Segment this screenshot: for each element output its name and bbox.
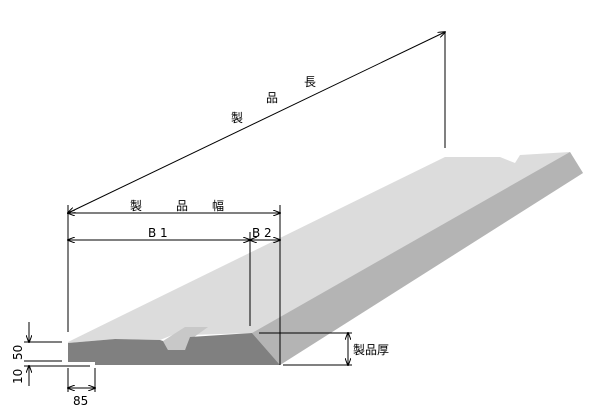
dim-10-label: 10 [11, 369, 25, 384]
b2-label: B 2 [252, 226, 272, 240]
length-label-2: 品 [266, 91, 278, 105]
length-dimension-line [68, 32, 445, 213]
b1-label: B 1 [148, 226, 168, 240]
slab-top-surface [68, 152, 583, 365]
length-label-1: 製 [231, 111, 243, 125]
slab-bevel-face [252, 152, 583, 365]
groove-face [163, 327, 208, 350]
width-label-3: 幅 [212, 198, 224, 213]
dim-50-label: 50 [11, 345, 25, 360]
length-label-3: 長 [304, 75, 316, 89]
width-label-1: 製 [130, 199, 142, 213]
thickness-label: 製品厚 [353, 343, 389, 357]
slab-front-face [68, 333, 280, 365]
width-label-2: 品 [176, 199, 188, 213]
dim-85-label: 85 [73, 394, 88, 407]
